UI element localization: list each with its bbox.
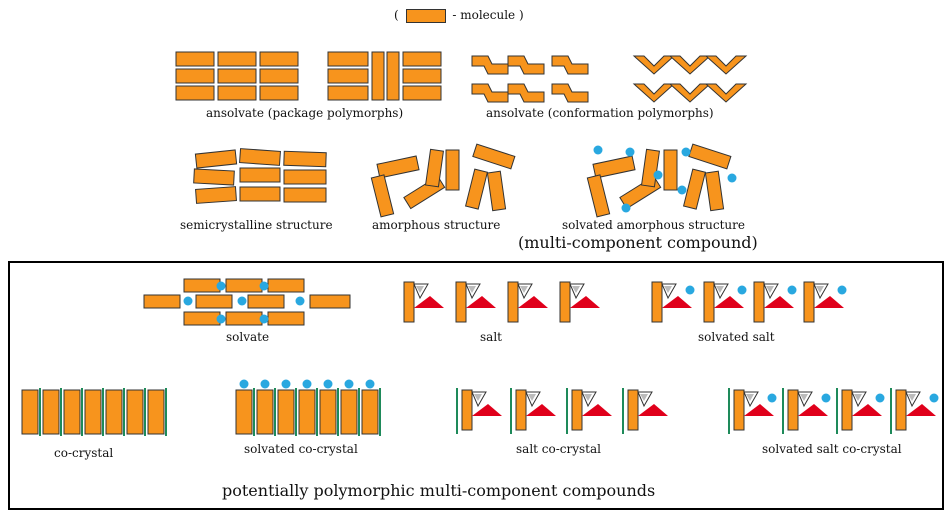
legend-molecule-swatch <box>405 8 446 23</box>
label-salt-cocrystal: salt co-crystal <box>516 442 601 456</box>
label-solvated-salt-cocrystal: solvated salt co-crystal <box>762 442 902 456</box>
label-solvated-salt: solvated salt <box>698 330 775 344</box>
label-ansolvate-package: ansolvate (package polymorphs) <box>206 106 404 120</box>
legend-open-paren: ( <box>394 8 399 22</box>
label-semicrystalline: semicrystalline structure <box>180 218 333 232</box>
label-solvated-amorphous: solvated amorphous structure <box>562 218 745 232</box>
package-polymorph-block-a <box>175 51 299 101</box>
label-solvate: solvate <box>226 330 270 344</box>
conformation-polymorph-block-b <box>632 55 748 103</box>
solvated-salt-cocrystal-block <box>728 388 939 434</box>
label-salt: salt <box>480 330 502 344</box>
label-ansolvate-conformation: ansolvate (conformation polymorphs) <box>486 106 714 120</box>
legend-text: - molecule ) <box>452 8 524 22</box>
solvated-amorphous-block <box>586 143 737 218</box>
solvated-cocrystal-block <box>235 379 381 436</box>
multi-component-frame <box>8 261 944 510</box>
solvated-salt-block <box>651 281 847 323</box>
label-solvated-cocrystal: solvated co-crystal <box>244 442 358 456</box>
cocrystal-block <box>21 388 167 436</box>
conformation-polymorph-block-a <box>471 55 589 103</box>
salt-block <box>403 281 600 323</box>
label-amorphous: amorphous structure <box>372 218 501 232</box>
label-potentially-polymorphic: potentially polymorphic multi-component … <box>222 481 656 500</box>
legend: ( - molecule ) <box>394 8 524 23</box>
package-polymorph-block-b <box>327 51 442 101</box>
solvate-block <box>143 278 351 326</box>
semicrystalline-block <box>193 148 327 204</box>
salt-cocrystal-block <box>456 388 668 434</box>
amorphous-block <box>370 143 516 218</box>
label-cocrystal: co-crystal <box>54 446 114 460</box>
label-multi-component: (multi-component compound) <box>518 233 758 252</box>
